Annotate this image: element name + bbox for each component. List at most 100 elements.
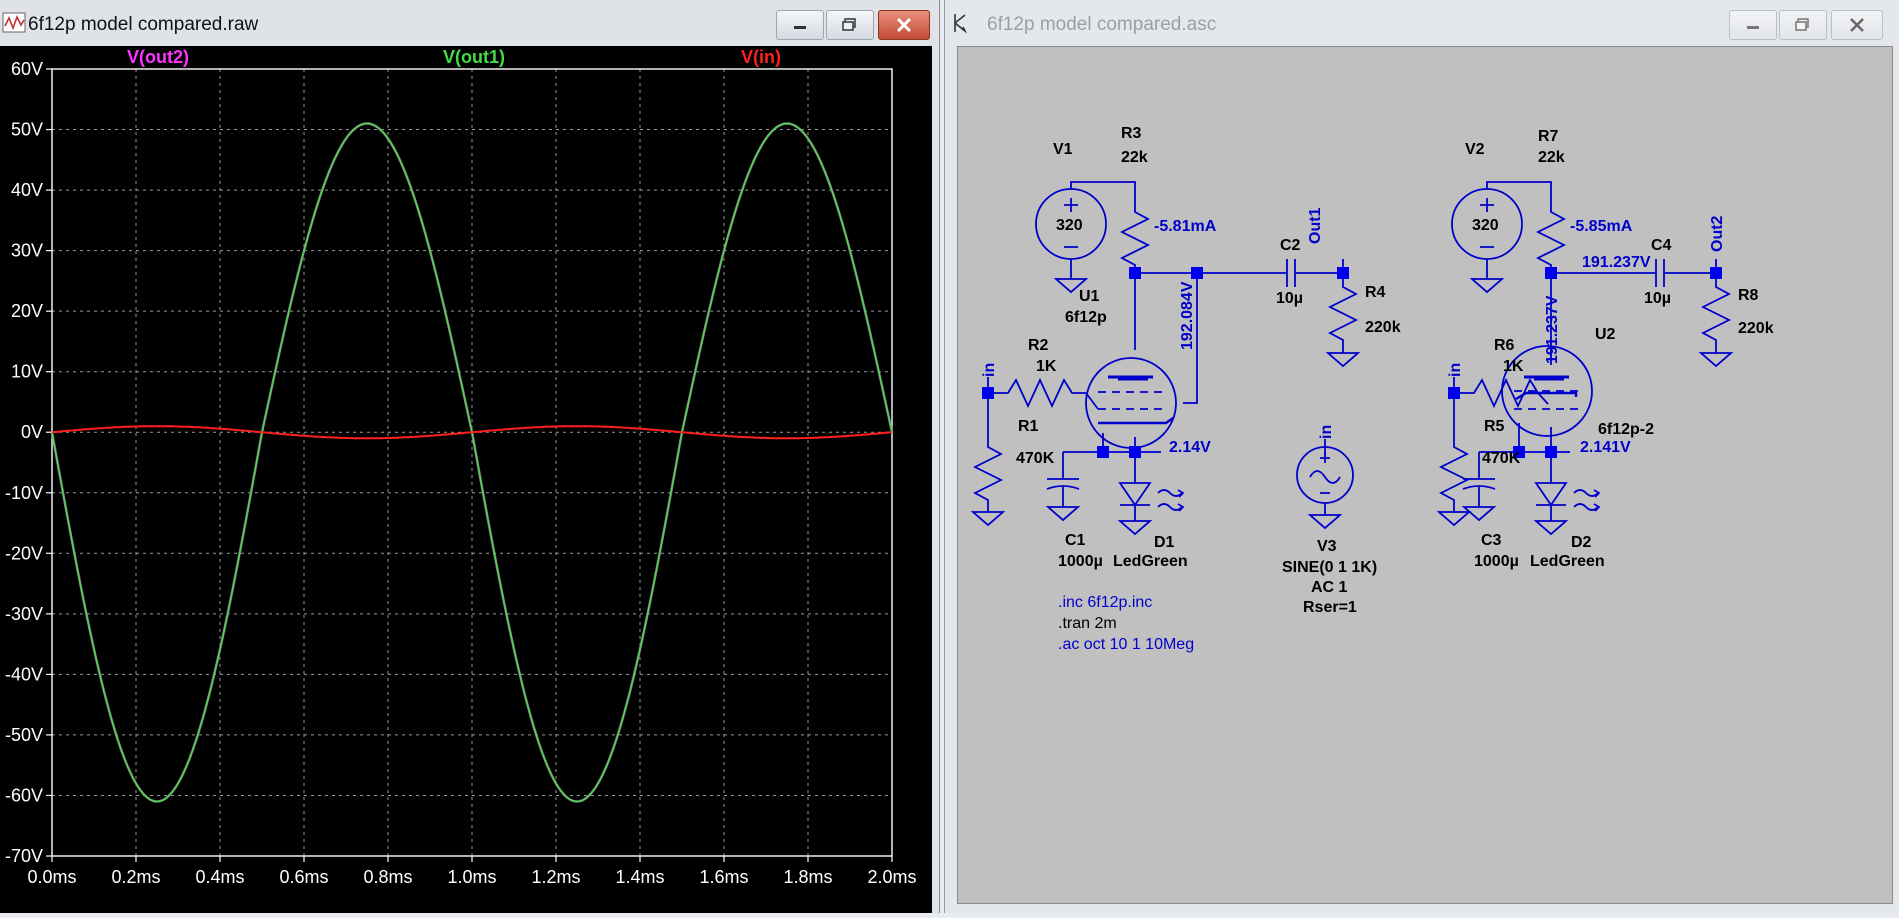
x-tick-label: 2.0ms bbox=[867, 867, 916, 887]
label-in2: in bbox=[1447, 363, 1464, 377]
label-cathode1: 2.14V bbox=[1169, 439, 1211, 456]
schematic-titlebar[interactable]: 6f12p model compared.asc bbox=[945, 0, 1899, 46]
led-d2[interactable] bbox=[1533, 452, 1569, 536]
schematic-close-button[interactable] bbox=[1831, 10, 1883, 40]
led-d1[interactable] bbox=[1117, 452, 1153, 536]
label-d2: D2 bbox=[1571, 534, 1592, 551]
resistor-r1[interactable] bbox=[970, 393, 1006, 527]
label-r4: R4 bbox=[1365, 284, 1386, 301]
plot-frame bbox=[51, 68, 893, 857]
legend-vin: V(in) bbox=[741, 47, 781, 67]
label-r1-value: 470K bbox=[1016, 450, 1055, 467]
label-r3-value: 22k bbox=[1121, 149, 1148, 166]
directive-tran: .tran 2m bbox=[1058, 615, 1117, 632]
resistor-r4[interactable] bbox=[1325, 273, 1361, 368]
close-icon bbox=[896, 18, 912, 32]
label-node-u1: 192.084V bbox=[1179, 281, 1196, 350]
label-r3-current: -5.81mA bbox=[1154, 218, 1217, 235]
label-v2-value: 320 bbox=[1472, 217, 1499, 234]
resistor-r7[interactable] bbox=[1535, 197, 1567, 273]
resistor-r3[interactable] bbox=[1119, 197, 1151, 273]
maximize-icon bbox=[842, 18, 856, 31]
x-tick-label: 0.8ms bbox=[363, 867, 412, 887]
y-tick-label: -30V bbox=[5, 604, 43, 624]
plot-maximize-button[interactable] bbox=[826, 10, 874, 40]
label-r2: R2 bbox=[1028, 337, 1049, 354]
label-v3-line1: SINE(0 1 1K) bbox=[1282, 559, 1377, 576]
plot-titlebar[interactable]: 6f12p model compared.raw bbox=[0, 0, 939, 46]
series-vin-line bbox=[51, 425, 893, 440]
y-tick-label: -10V bbox=[5, 483, 43, 503]
junction-node bbox=[1545, 446, 1557, 458]
label-u1: U1 bbox=[1079, 288, 1100, 305]
label-r6-value: 1K bbox=[1503, 358, 1524, 375]
label-c3: C3 bbox=[1481, 532, 1502, 549]
label-in3: in bbox=[1318, 425, 1335, 439]
label-d2-model: LedGreen bbox=[1530, 553, 1605, 570]
label-node-u2b: 191.237V bbox=[1544, 295, 1561, 364]
label-r7: R7 bbox=[1538, 128, 1559, 145]
label-c1-value: 1000µ bbox=[1058, 553, 1103, 570]
label-v1: V1 bbox=[1053, 141, 1073, 158]
tube-u1[interactable] bbox=[1085, 357, 1177, 449]
label-c2-value: 10µ bbox=[1276, 290, 1303, 307]
label-r2-value: 1K bbox=[1036, 358, 1057, 375]
schematic-maximize-button[interactable] bbox=[1779, 10, 1827, 40]
label-c4: C4 bbox=[1651, 237, 1672, 254]
plot-close-button[interactable] bbox=[878, 10, 930, 40]
x-tick-label: 0.6ms bbox=[279, 867, 328, 887]
label-v3: V3 bbox=[1317, 538, 1337, 555]
resistor-r2[interactable] bbox=[988, 377, 1086, 409]
label-r8-value: 220k bbox=[1738, 320, 1774, 337]
label-r3: R3 bbox=[1121, 125, 1142, 142]
schematic-minimize-button[interactable] bbox=[1729, 10, 1777, 40]
tube-u2[interactable] bbox=[1501, 345, 1593, 437]
capacitor-c1[interactable] bbox=[1047, 451, 1103, 480]
junction-node bbox=[1129, 446, 1141, 458]
junction-node bbox=[1129, 267, 1141, 279]
maximize-icon bbox=[1795, 18, 1809, 31]
label-r7-current: -5.85mA bbox=[1570, 218, 1633, 235]
capacitor-c2[interactable] bbox=[1286, 259, 1296, 287]
schematic-canvas[interactable]: V1 320 R3 22k C2 10µ R4 220k U1 6f12p R2… bbox=[957, 46, 1893, 904]
y-tick-label: -70V bbox=[5, 846, 43, 866]
resistor-r5[interactable] bbox=[1436, 393, 1472, 527]
y-tick-label: 10V bbox=[11, 362, 43, 382]
label-r5: R5 bbox=[1484, 418, 1505, 435]
junction-node bbox=[1513, 446, 1525, 458]
capacitor-c4[interactable] bbox=[1655, 259, 1665, 287]
label-r8: R8 bbox=[1738, 287, 1759, 304]
label-node-u2a: 191.237V bbox=[1582, 254, 1651, 271]
label-r1: R1 bbox=[1018, 418, 1039, 435]
y-tick-label: -50V bbox=[5, 725, 43, 745]
label-r4-value: 220k bbox=[1365, 319, 1401, 336]
label-u2: U2 bbox=[1595, 326, 1616, 343]
plot-window-title: 6f12p model compared.raw bbox=[28, 14, 259, 35]
junction-node bbox=[982, 387, 994, 399]
resistor-r8[interactable] bbox=[1698, 273, 1734, 368]
label-out2: Out2 bbox=[1709, 215, 1726, 252]
label-u1-model: 6f12p bbox=[1065, 309, 1107, 326]
label-d1: D1 bbox=[1154, 534, 1175, 551]
label-c1: C1 bbox=[1065, 532, 1086, 549]
minimize-icon bbox=[794, 26, 806, 29]
label-v3-line3: Rser=1 bbox=[1303, 599, 1357, 616]
resistor-r6[interactable] bbox=[1454, 377, 1539, 409]
schematic-window: 6f12p model compared.asc bbox=[944, 0, 1899, 913]
schematic-drawing[interactable]: V1 320 R3 22k C2 10µ R4 220k U1 6f12p R2… bbox=[958, 47, 1892, 903]
plot-minimize-button[interactable] bbox=[776, 10, 824, 40]
minimize-icon bbox=[1747, 26, 1759, 29]
y-tick-label: -60V bbox=[5, 785, 43, 805]
x-tick-label: 1.2ms bbox=[531, 867, 580, 887]
junction-node bbox=[1448, 387, 1460, 399]
capacitor-c3[interactable] bbox=[1463, 451, 1519, 480]
y-tick-label: -20V bbox=[5, 543, 43, 563]
label-r7-value: 22k bbox=[1538, 149, 1565, 166]
junction-node bbox=[1097, 446, 1109, 458]
y-tick-label: 40V bbox=[11, 180, 43, 200]
label-c2: C2 bbox=[1280, 237, 1301, 254]
y-tick-label: 60V bbox=[11, 59, 43, 79]
